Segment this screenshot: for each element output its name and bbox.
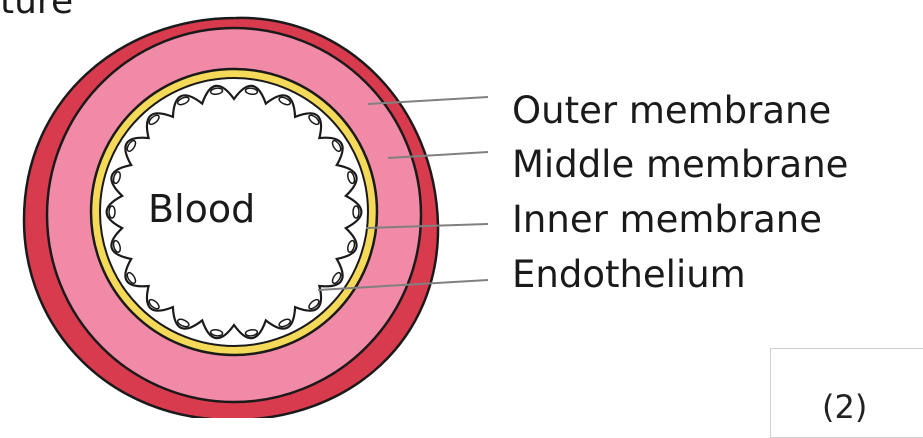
endothelium-label: Endothelium bbox=[512, 256, 746, 293]
figure-number: (2) bbox=[822, 388, 867, 426]
inner-membrane-label: Inner membrane bbox=[512, 201, 822, 238]
blood-label: Blood bbox=[148, 190, 255, 228]
middle-membrane-label: Middle membrane bbox=[512, 146, 848, 183]
outer-membrane-label: Outer membrane bbox=[512, 92, 831, 129]
title-fragment: ture bbox=[0, 0, 73, 20]
vessel-diagram: ture Blood Outer membrane Middle membran… bbox=[0, 0, 923, 418]
